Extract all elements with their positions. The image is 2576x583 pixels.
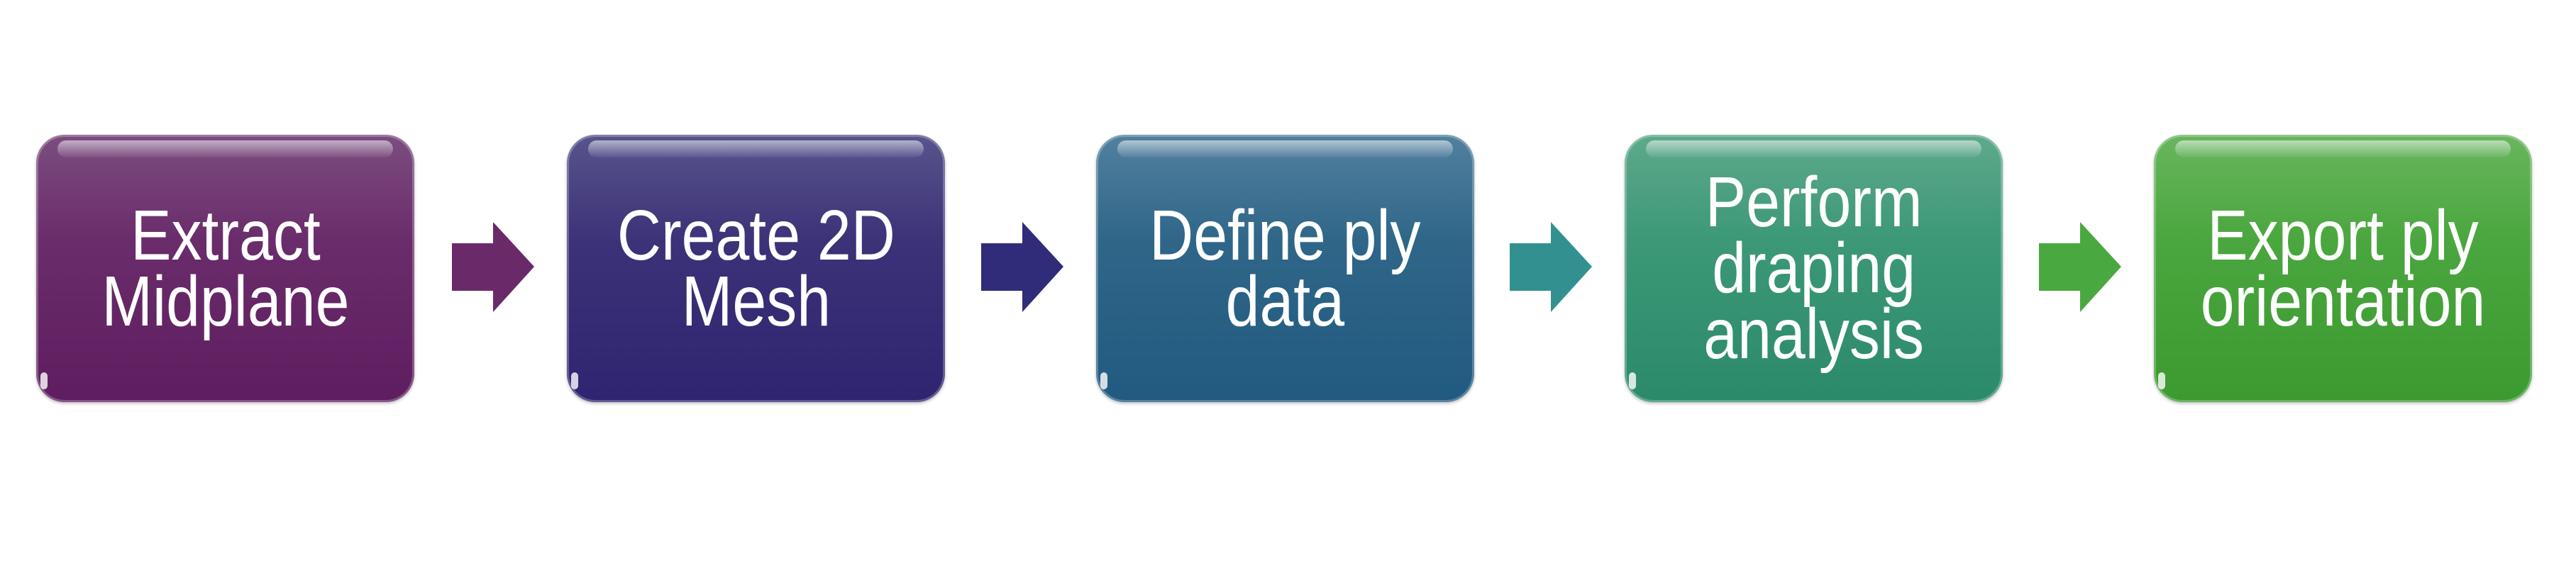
step-label: Export ply orientation: [2200, 195, 2486, 341]
step-label-line: analysis: [1703, 294, 1924, 374]
step-label: Define ply data: [1149, 195, 1421, 341]
step-label-line: Midplane: [101, 261, 349, 341]
step-export-ply-orientation: Export ply orientation: [2154, 135, 2532, 402]
step-perform-draping-analysis: Perform draping analysis: [1625, 135, 2003, 402]
step-label-line: Create 2D: [617, 195, 895, 275]
arrow-right-icon: [452, 222, 534, 312]
step-create-2d-mesh: Create 2D Mesh: [567, 135, 945, 402]
step-label: Extract Midplane: [101, 195, 349, 341]
step-label-line: Export ply: [2207, 195, 2479, 275]
arrow-right-icon: [2039, 222, 2121, 312]
step-label: Create 2D Mesh: [617, 195, 895, 341]
step-label-line: Mesh: [681, 261, 831, 341]
step-label-line: draping: [1712, 228, 1916, 308]
step-extract-midplane: Extract Midplane: [36, 135, 414, 402]
step-label-line: Perform: [1705, 162, 1923, 242]
arrow-right-icon: [981, 222, 1063, 312]
arrow-right-icon: [1510, 222, 1592, 312]
step-label: Perform draping analysis: [1703, 162, 1924, 374]
step-label-line: orientation: [2200, 261, 2486, 341]
step-label-line: Extract: [130, 195, 321, 275]
step-label-line: Define ply: [1149, 195, 1421, 275]
step-define-ply-data: Define ply data: [1096, 135, 1474, 402]
step-label-line: data: [1225, 261, 1345, 341]
